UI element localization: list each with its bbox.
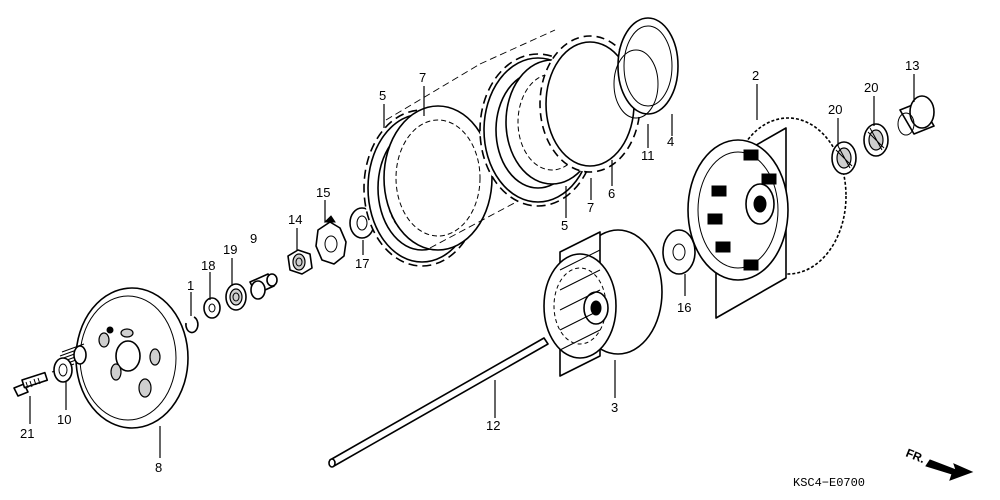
- callout-8: 8: [155, 460, 162, 475]
- callout-4: 4: [667, 134, 674, 149]
- callout-20-right: 20: [864, 80, 878, 95]
- front-direction-label: FR.: [904, 446, 927, 466]
- part-18-washer: [203, 297, 221, 319]
- callout-labels: 1 18 19 9 14 15 17 5 7 5 7 6 11 4 2 20 2…: [20, 58, 919, 475]
- front-direction-arrow-icon: [925, 459, 974, 481]
- callout-12: 12: [486, 418, 500, 433]
- callout-10: 10: [57, 412, 71, 427]
- front-direction-indicator: FR.: [904, 446, 974, 481]
- part-16-thrust-washer: [662, 229, 696, 275]
- callout-17: 17: [355, 256, 369, 271]
- callout-3: 3: [611, 400, 618, 415]
- part-13-collar: [897, 95, 935, 136]
- callout-14: 14: [288, 212, 302, 227]
- part-21-bolt: [13, 371, 49, 397]
- part-2-clutch-outer: [687, 117, 847, 319]
- part-20-needle-bearing-right: [863, 123, 889, 157]
- part-19-bearing: [225, 283, 247, 311]
- part-9-lifter-piece: [249, 273, 278, 300]
- part-15-lock-washer: [315, 215, 347, 265]
- callout-9: 9: [250, 231, 257, 246]
- callout-19: 19: [223, 242, 237, 257]
- part-3-clutch-center: [543, 229, 663, 377]
- callout-11: 11: [641, 148, 655, 163]
- part-8-pressure-plate: [75, 287, 189, 429]
- leader-lines: [29, 74, 915, 458]
- part-11-seat-ring: [613, 49, 659, 119]
- callout-15: 15: [316, 185, 330, 200]
- callout-7-front: 7: [419, 70, 426, 85]
- callout-20-left: 20: [828, 102, 842, 117]
- callout-18: 18: [201, 258, 215, 273]
- drawing-code: KSC4−E0700: [793, 476, 865, 490]
- callout-13: 13: [905, 58, 919, 73]
- part-12-lifter-rod: [328, 337, 549, 468]
- callout-5-rear: 5: [561, 218, 568, 233]
- part-10-spring: [51, 343, 87, 383]
- callout-16: 16: [677, 300, 691, 315]
- callout-6: 6: [608, 186, 615, 201]
- part-20-needle-bearing-left: [831, 141, 857, 175]
- part-1-circlip: [185, 316, 199, 334]
- part-6-friction-disc: [539, 35, 641, 173]
- callout-5-front: 5: [379, 88, 386, 103]
- part-4-judder-spring: [617, 17, 679, 115]
- callout-1: 1: [187, 278, 194, 293]
- callout-7-rear: 7: [587, 200, 594, 215]
- part-7-clutch-plate-front: [383, 105, 493, 251]
- callout-21: 21: [20, 426, 34, 441]
- callout-2: 2: [752, 68, 759, 83]
- part-14-nut: [287, 249, 313, 275]
